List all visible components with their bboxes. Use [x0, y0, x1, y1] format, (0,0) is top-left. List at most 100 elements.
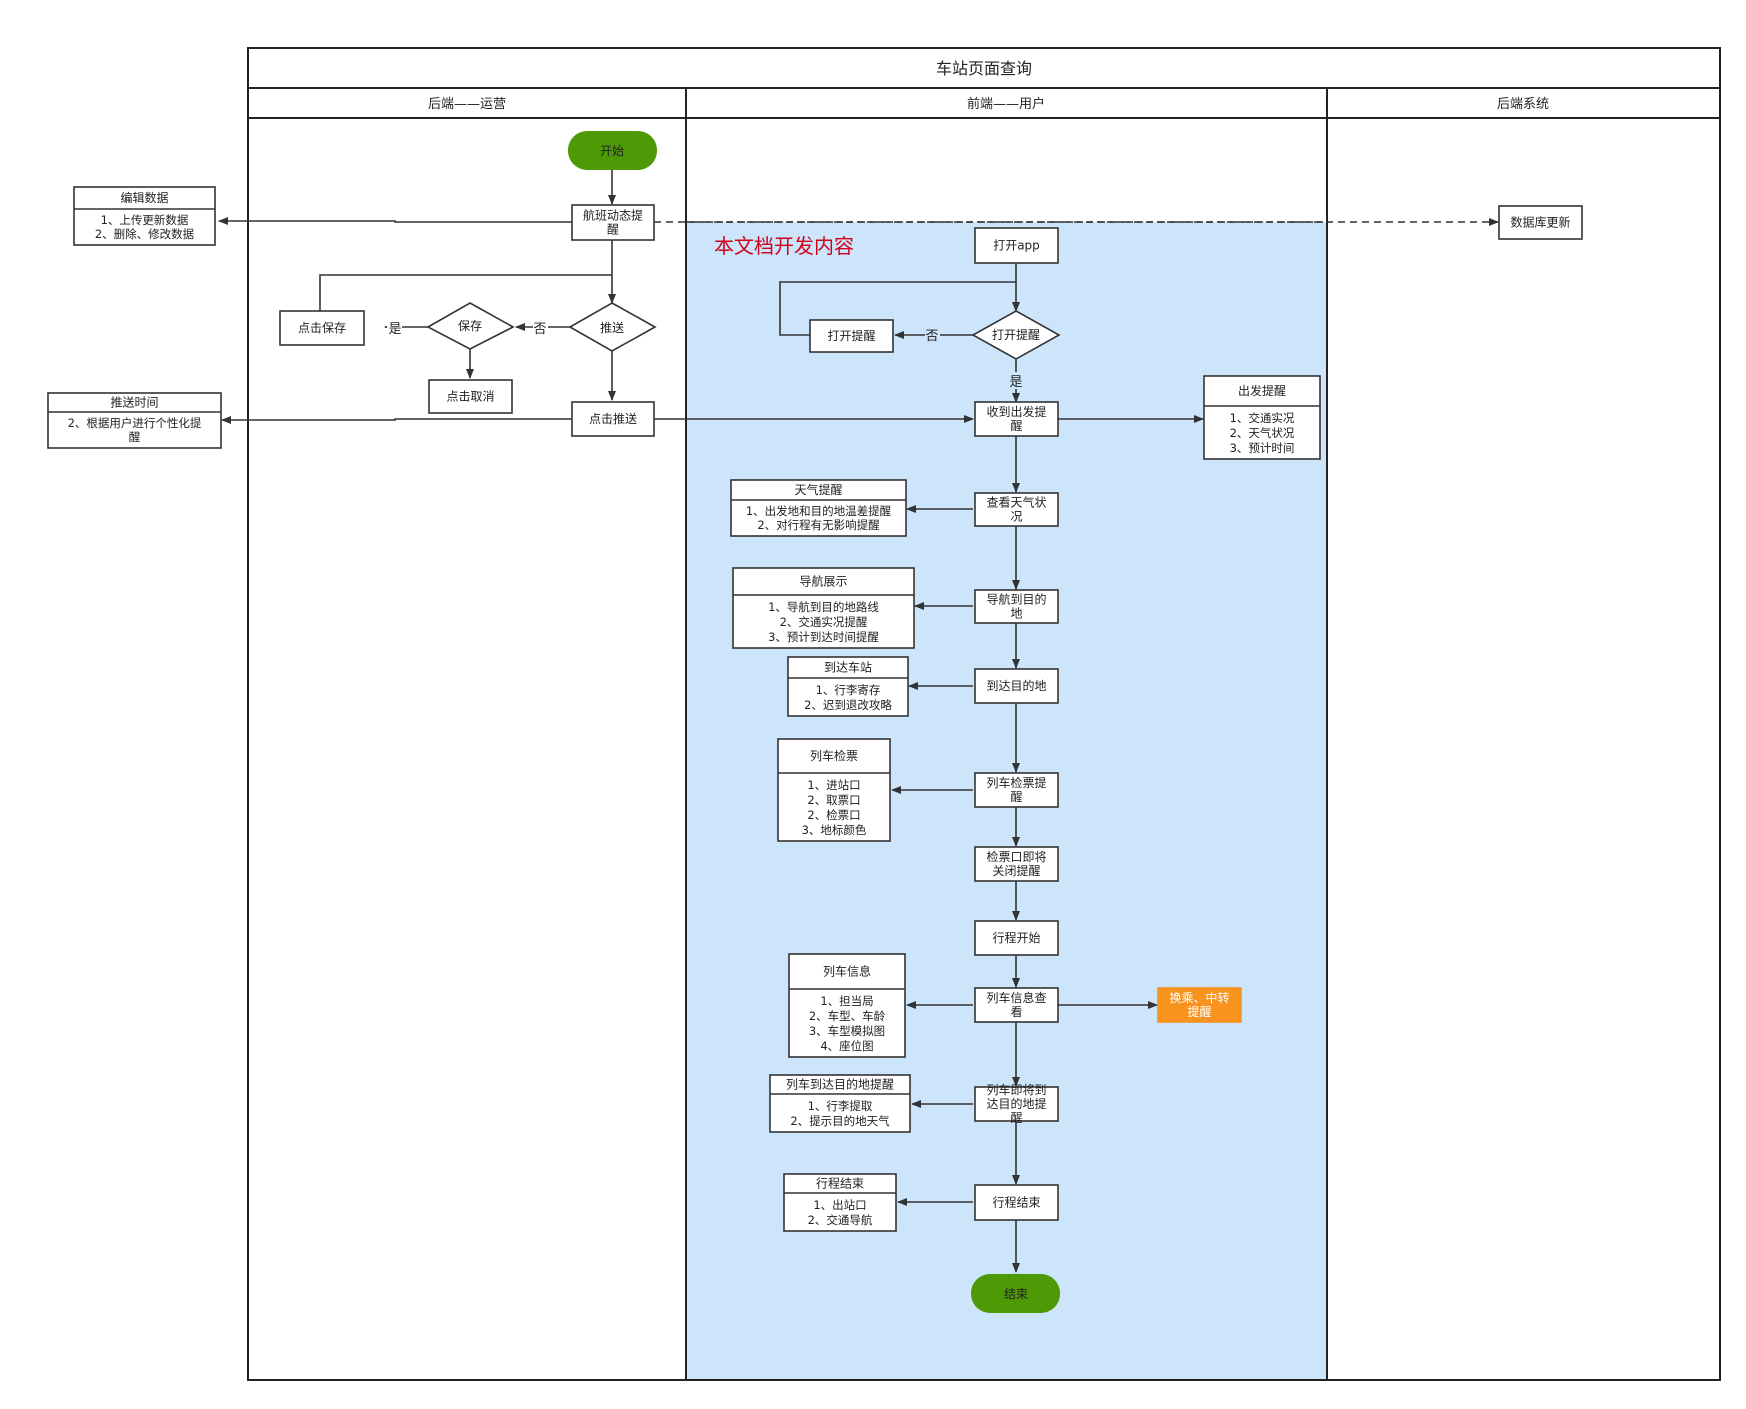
node-label: 点击推送 — [589, 411, 637, 426]
node-label: 收到出发提 — [986, 404, 1046, 419]
note-title: 天气提醒 — [794, 482, 842, 497]
edge-label-bg-yes-open — [1009, 372, 1024, 389]
end-terminal-label: 结束 — [1004, 1287, 1028, 1301]
note-frame — [47, 392, 222, 449]
note-title: 导航展示 — [799, 574, 847, 589]
node-label: 看 — [1010, 1005, 1022, 1019]
note-frame — [730, 479, 907, 537]
note-item: 2、根据用户进行个性化提 — [68, 416, 202, 430]
note-frame — [1203, 375, 1321, 460]
node-box — [974, 227, 1059, 264]
note-item: 2、取票口 — [807, 793, 860, 807]
note-title: 行程结束 — [816, 1176, 864, 1191]
node-box — [974, 772, 1059, 808]
open-remind-decision — [971, 310, 1061, 360]
note-item: 1、出发地和目的地温差提醒 — [746, 504, 892, 518]
note-title: 列车信息 — [823, 964, 871, 979]
edge-clickpush-pushtime — [221, 416, 572, 424]
push-decision — [568, 302, 657, 352]
node-box — [1498, 205, 1583, 240]
node-click-push: 点击推送 — [571, 401, 655, 437]
note-item: 1、出站口 — [813, 1198, 866, 1212]
note-item: 2、交通实况提醒 — [780, 615, 868, 629]
node-box — [974, 668, 1059, 704]
note-item: 2、迟到退改攻略 — [804, 698, 892, 712]
note-item: 2、车型、车龄 — [809, 1009, 886, 1023]
edge-flight-edit — [218, 217, 572, 225]
note-title: 出发提醒 — [1238, 383, 1286, 398]
node-label: 醒 — [607, 223, 619, 237]
node-box — [974, 589, 1059, 624]
note-item: 2、检票口 — [807, 808, 860, 822]
edge-label-no-open: 否 — [925, 329, 938, 344]
note-title: 到达车站 — [824, 660, 872, 675]
diagram-title: 车站页面查询 — [936, 59, 1032, 78]
lane-header-user: 前端——用户 — [967, 96, 1045, 112]
node-label: 行程开始 — [992, 930, 1040, 945]
node-label: 行程结束 — [992, 1195, 1040, 1210]
node-label: 查看天气状 — [986, 495, 1046, 510]
node-box — [974, 492, 1059, 527]
node-label: 打开app — [993, 239, 1040, 253]
edge-label-bg-no-open — [925, 327, 940, 344]
start-terminal-label: 开始 — [600, 144, 624, 158]
node-box — [974, 401, 1059, 437]
start-terminal — [568, 131, 657, 170]
node-label: 到达目的地 — [986, 678, 1046, 693]
node-label: 醒 — [1010, 419, 1022, 433]
node-label: 列车即将到 — [986, 1082, 1046, 1097]
node-label: 关闭提醒 — [992, 863, 1040, 878]
node-box — [279, 310, 365, 346]
note-item: 3、预计到达时间提醒 — [768, 630, 879, 644]
node-box — [974, 987, 1059, 1023]
note-item: 2、天气状况 — [1230, 426, 1295, 440]
node-navigate: 导航到目的地 — [974, 589, 1059, 624]
end-terminal — [971, 1274, 1060, 1313]
node-label: 列车检票提 — [986, 775, 1046, 790]
node-label: 打开提醒 — [827, 328, 875, 343]
node-box — [428, 379, 513, 414]
node-label: 点击保存 — [298, 321, 346, 335]
note-title: 列车检票 — [810, 748, 858, 763]
node-box — [571, 401, 655, 437]
note-item: 醒 — [129, 430, 141, 444]
node-click-save: 点击保存 — [279, 310, 365, 346]
node-label: 导航到目的 — [986, 592, 1046, 607]
node-label: 地 — [1010, 607, 1022, 621]
note-item: 1、行李寄存 — [816, 683, 881, 697]
node-label: 列车信息查 — [986, 990, 1046, 1005]
node-box — [974, 1086, 1059, 1122]
note-item: 1、进站口 — [807, 778, 860, 792]
dev-scope-label: 本文档开发内容 — [714, 234, 854, 258]
node-box — [1157, 987, 1242, 1023]
open-remind-decision-label: 打开提醒 — [992, 327, 1040, 342]
note-item: 1、担当局 — [820, 994, 873, 1008]
note-item: 3、地标颜色 — [802, 823, 867, 837]
edge-openremind-loop — [779, 281, 1016, 336]
node-label: 数据库更新 — [1510, 215, 1570, 230]
save-decision — [426, 302, 515, 350]
note-frame — [769, 1074, 911, 1133]
note-frame — [777, 738, 891, 842]
note-title: 列车到达目的地提醒 — [786, 1077, 894, 1092]
edge-label-bg-yes-save — [387, 319, 402, 336]
edge-clicksave-loop — [319, 274, 612, 311]
